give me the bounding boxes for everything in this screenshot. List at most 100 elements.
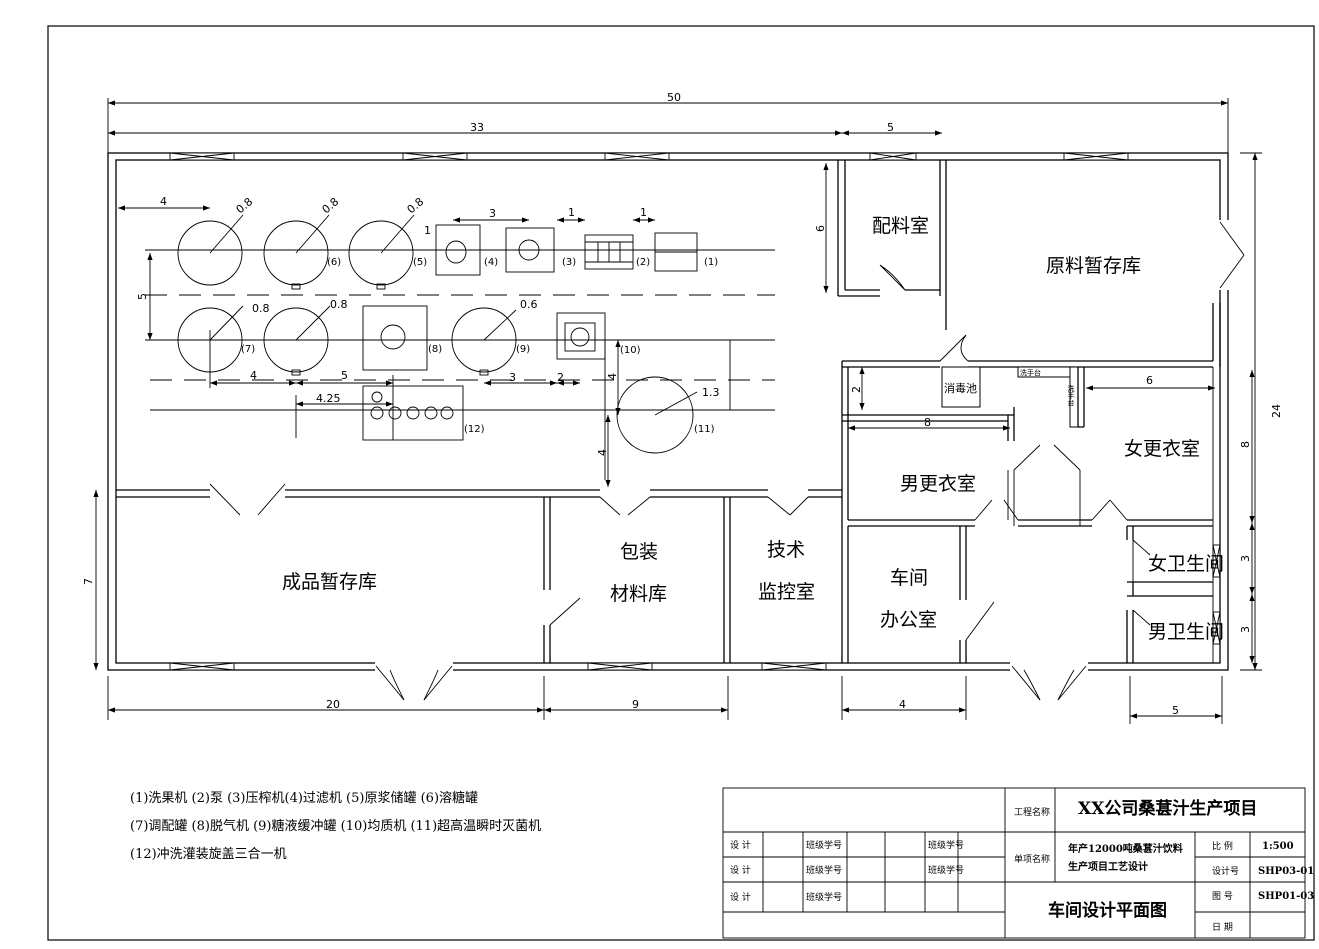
dim-toilet-h1: 3 [1239, 555, 1252, 562]
tag-1: (1) [704, 257, 718, 268]
dim-dia-6: 0.6 [520, 298, 538, 311]
equipment-legend: (1)洗果机 (2)泵 (3)压榨机(4)过滤机 (5)原浆储罐 (6)溶糖罐 … [130, 790, 541, 862]
exterior-doors [375, 220, 1245, 701]
interior-walls [116, 160, 1221, 663]
tb-scale: 1:500 [1262, 841, 1294, 852]
tb-design-3: 设 计 [730, 891, 751, 903]
dim-total-length: 50 [667, 91, 681, 104]
dim-corridor: 2 [850, 386, 863, 393]
dim-left-storage: 7 [82, 578, 95, 585]
tb-date-label: 日 期 [1212, 922, 1233, 933]
dim-dia-4: 0.8 [252, 302, 270, 315]
room-nanws: 男卫生间 [1148, 621, 1224, 643]
dim-equip-5: 5 [136, 293, 149, 300]
room-jishu-2: 监控室 [758, 581, 815, 603]
dim-bottom-office: 4 [899, 698, 906, 711]
tag-3: (3) [562, 257, 576, 268]
tag-8: (8) [428, 344, 442, 355]
tb-drawing-no: SHP01-03 [1258, 891, 1314, 902]
dim-equip-4c: 4 [606, 373, 619, 380]
dim-equip-425: 4.25 [316, 392, 341, 405]
tb-scale-label: 比 例 [1212, 840, 1233, 852]
dim-dia-2: 0.8 [320, 195, 342, 216]
process-lines [145, 249, 775, 480]
room-yuanliao: 原料暂存库 [1046, 255, 1141, 277]
dim-dia-5: 0.8 [330, 298, 348, 311]
tag-12: (12) [464, 424, 485, 435]
dim-right-length: 5 [887, 121, 894, 134]
legend-line-3: (12)冲洗灌装旋盖三合一机 [130, 847, 287, 862]
room-nvws: 女卫生间 [1148, 553, 1224, 575]
room-chejian-1: 车间 [890, 567, 928, 589]
tag-7: (7) [241, 344, 255, 355]
tag-5: (5) [413, 257, 427, 268]
title-block: 工程名称 XX公司桑葚汁生产项目 单项名称 年产12000吨桑葚汁饮料 生产项目… [722, 787, 1314, 939]
tb-design-no-label: 设计号 [1212, 865, 1239, 877]
dim-dia-7: 1.3 [702, 386, 720, 399]
room-baozhuang-2: 材料库 [610, 583, 667, 605]
windows [169, 152, 1221, 671]
room-peiliao: 配料室 [872, 215, 929, 237]
dim-toilet-h2: 3 [1239, 626, 1252, 633]
tb-item-name-2: 生产项目工艺设计 [1068, 860, 1148, 873]
dimension-labels: 50 33 5 24 20 9 4 5 7 6 2 8 6 8 3 3 4 5 … [82, 91, 1283, 717]
room-nvgengyi: 女更衣室 [1124, 438, 1200, 460]
tb-item-name-1: 年产12000吨桑葚汁饮料 [1068, 842, 1183, 855]
dim-equip-3b: 3 [509, 371, 516, 384]
dim-female-locker-w: 6 [1146, 374, 1153, 387]
drawing-frame [47, 25, 1315, 941]
tb-design-1: 设 计 [730, 839, 751, 851]
dim-equip-2: 2 [557, 371, 564, 384]
tb-drawing-name: 车间设计平面图 [1048, 900, 1167, 921]
tb-class-5: 班级学号 [928, 864, 964, 876]
tb-drawing-no-label: 图 号 [1212, 891, 1233, 902]
legend-line-1: (1)洗果机 (2)泵 (3)压榨机(4)过滤机 (5)原浆储罐 (6)溶糖罐 [130, 790, 478, 806]
tag-6: (6) [327, 257, 341, 268]
tb-class-4: 班级学号 [928, 839, 964, 851]
room-chengpin: 成品暂存库 [282, 571, 377, 593]
dim-total-width: 24 [1270, 404, 1283, 418]
tb-project-name: XX公司桑葚汁生产项目 [1078, 798, 1257, 819]
tag-2: (2) [636, 257, 650, 268]
tb-design-2: 设 计 [730, 864, 751, 876]
dim-female-locker-h: 8 [1239, 441, 1252, 448]
dim-equip-1: 1 [568, 206, 575, 219]
room-chejian-2: 办公室 [880, 609, 937, 631]
dim-equip-4d: 4 [596, 449, 609, 456]
room-xishou-2: 洗手台 [1067, 384, 1075, 407]
room-labels: 配料室 原料暂存库 消毒池 洗手台 洗手台 男更衣室 女更衣室 成品暂存库 包装… [282, 215, 1224, 643]
tb-design-no: SHP03-01 [1258, 866, 1314, 877]
tag-4: (4) [484, 257, 498, 268]
dim-equip-4: 4 [160, 195, 167, 208]
dim-dia-3: 0.8 [405, 195, 427, 216]
dim-peiliao-depth: 6 [814, 225, 827, 232]
dim-male-locker: 8 [924, 416, 931, 429]
dim-left-length: 33 [470, 121, 484, 134]
tag-10: (10) [620, 345, 641, 356]
dim-bottom-left: 20 [326, 698, 340, 711]
tb-class-1: 班级学号 [806, 839, 842, 851]
legend-line-2: (7)调配罐 (8)脱气机 (9)糖液缓冲罐 (10)均质机 (11)超高温瞬时… [130, 818, 541, 834]
tanks [177, 214, 698, 454]
tb-project-label: 工程名称 [1014, 806, 1050, 818]
dim-equip-1c: 1 [640, 206, 647, 219]
dim-dia-1: 0.8 [234, 195, 256, 216]
equipment-tags: (1) (2) (3) (4) (5) (6) (7) (8) (9) (10)… [241, 257, 718, 435]
dim-equip-1b: 1 [424, 224, 431, 237]
outer-walls [107, 152, 1229, 671]
room-baozhuang-1: 包装 [620, 541, 658, 563]
dim-equip-4b: 4 [250, 369, 257, 382]
dim-equip-5b: 5 [341, 369, 348, 382]
room-nangengyi: 男更衣室 [900, 473, 976, 495]
dim-bottom-mid: 9 [632, 698, 639, 711]
room-xiaodu: 消毒池 [944, 381, 977, 395]
dim-bottom-right: 5 [1172, 704, 1179, 717]
tag-11: (11) [694, 424, 715, 435]
dim-equip-3: 3 [489, 207, 496, 220]
tag-9: (9) [516, 344, 530, 355]
tb-class-3: 班级学号 [806, 891, 842, 903]
tb-class-2: 班级学号 [806, 864, 842, 876]
dimension-lines [93, 98, 1262, 724]
tb-item-label: 单项名称 [1014, 853, 1050, 865]
